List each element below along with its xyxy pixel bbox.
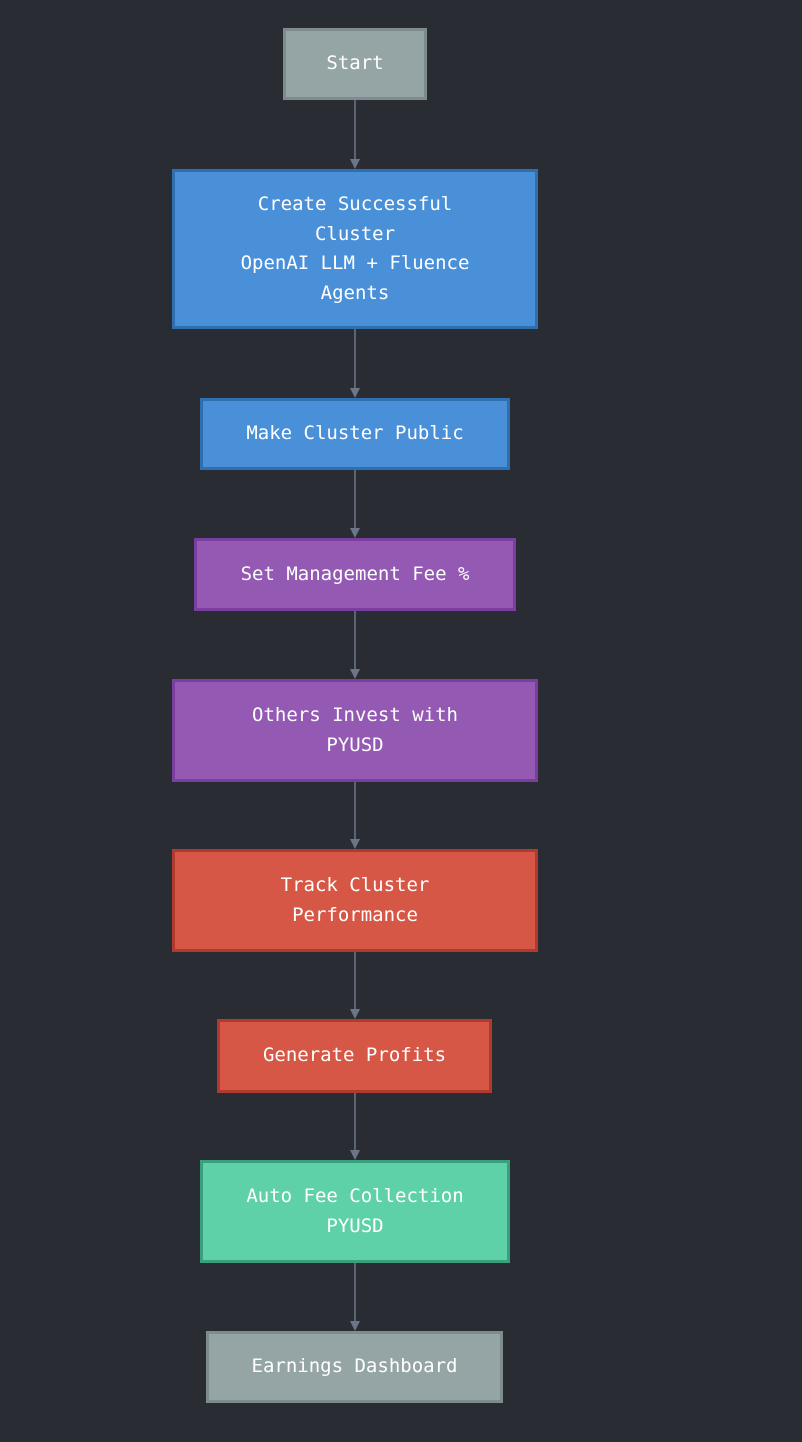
node-label: Start [326,49,383,79]
node-label-line: OpenAI LLM + Fluence [240,252,470,274]
node-label-line: Track Cluster [280,874,430,896]
node-label-line: Agents [320,281,390,304]
node-earnings-dashboard: Earnings Dashboard [206,1331,503,1403]
node-label-line: Create Successful [257,193,453,215]
node-set-fee: Set Management Fee % [194,538,516,611]
node-label-line: PYUSD [326,733,384,756]
node-label-line: Make Cluster Public [246,422,464,445]
arrowhead-icon [350,1321,360,1331]
arrowhead-icon [350,839,360,849]
node-label-line: Others Invest with [252,704,458,726]
node-label-line: Cluster [314,222,396,245]
arrowhead-icon [350,528,360,538]
node-generate-profits: Generate Profits [217,1019,492,1093]
node-label-line: Generate Profits [262,1044,447,1067]
node-label-line: Set Management Fee % [240,562,470,585]
node-label: Earnings Dashboard [252,1352,458,1382]
arrowhead-icon [350,159,360,169]
node-label-line: PYUSD [326,1214,384,1237]
node-label-line: Performance [292,903,418,926]
node-label-line: Earnings Dashboard [251,1355,458,1378]
arrowhead-icon [350,388,360,398]
node-label-line: Auto Fee Collection [246,1185,464,1207]
node-make-public: Make Cluster Public [200,398,510,470]
node-label-line: Start [326,52,384,75]
arrowhead-icon [350,1009,360,1019]
node-start: Start [283,28,427,100]
arrowhead-icon [350,1150,360,1160]
node-label: Generate Profits [263,1041,446,1071]
node-label: Make Cluster Public [246,419,463,449]
node-label: Set Management Fee % [241,560,470,590]
arrowhead-icon [350,669,360,679]
